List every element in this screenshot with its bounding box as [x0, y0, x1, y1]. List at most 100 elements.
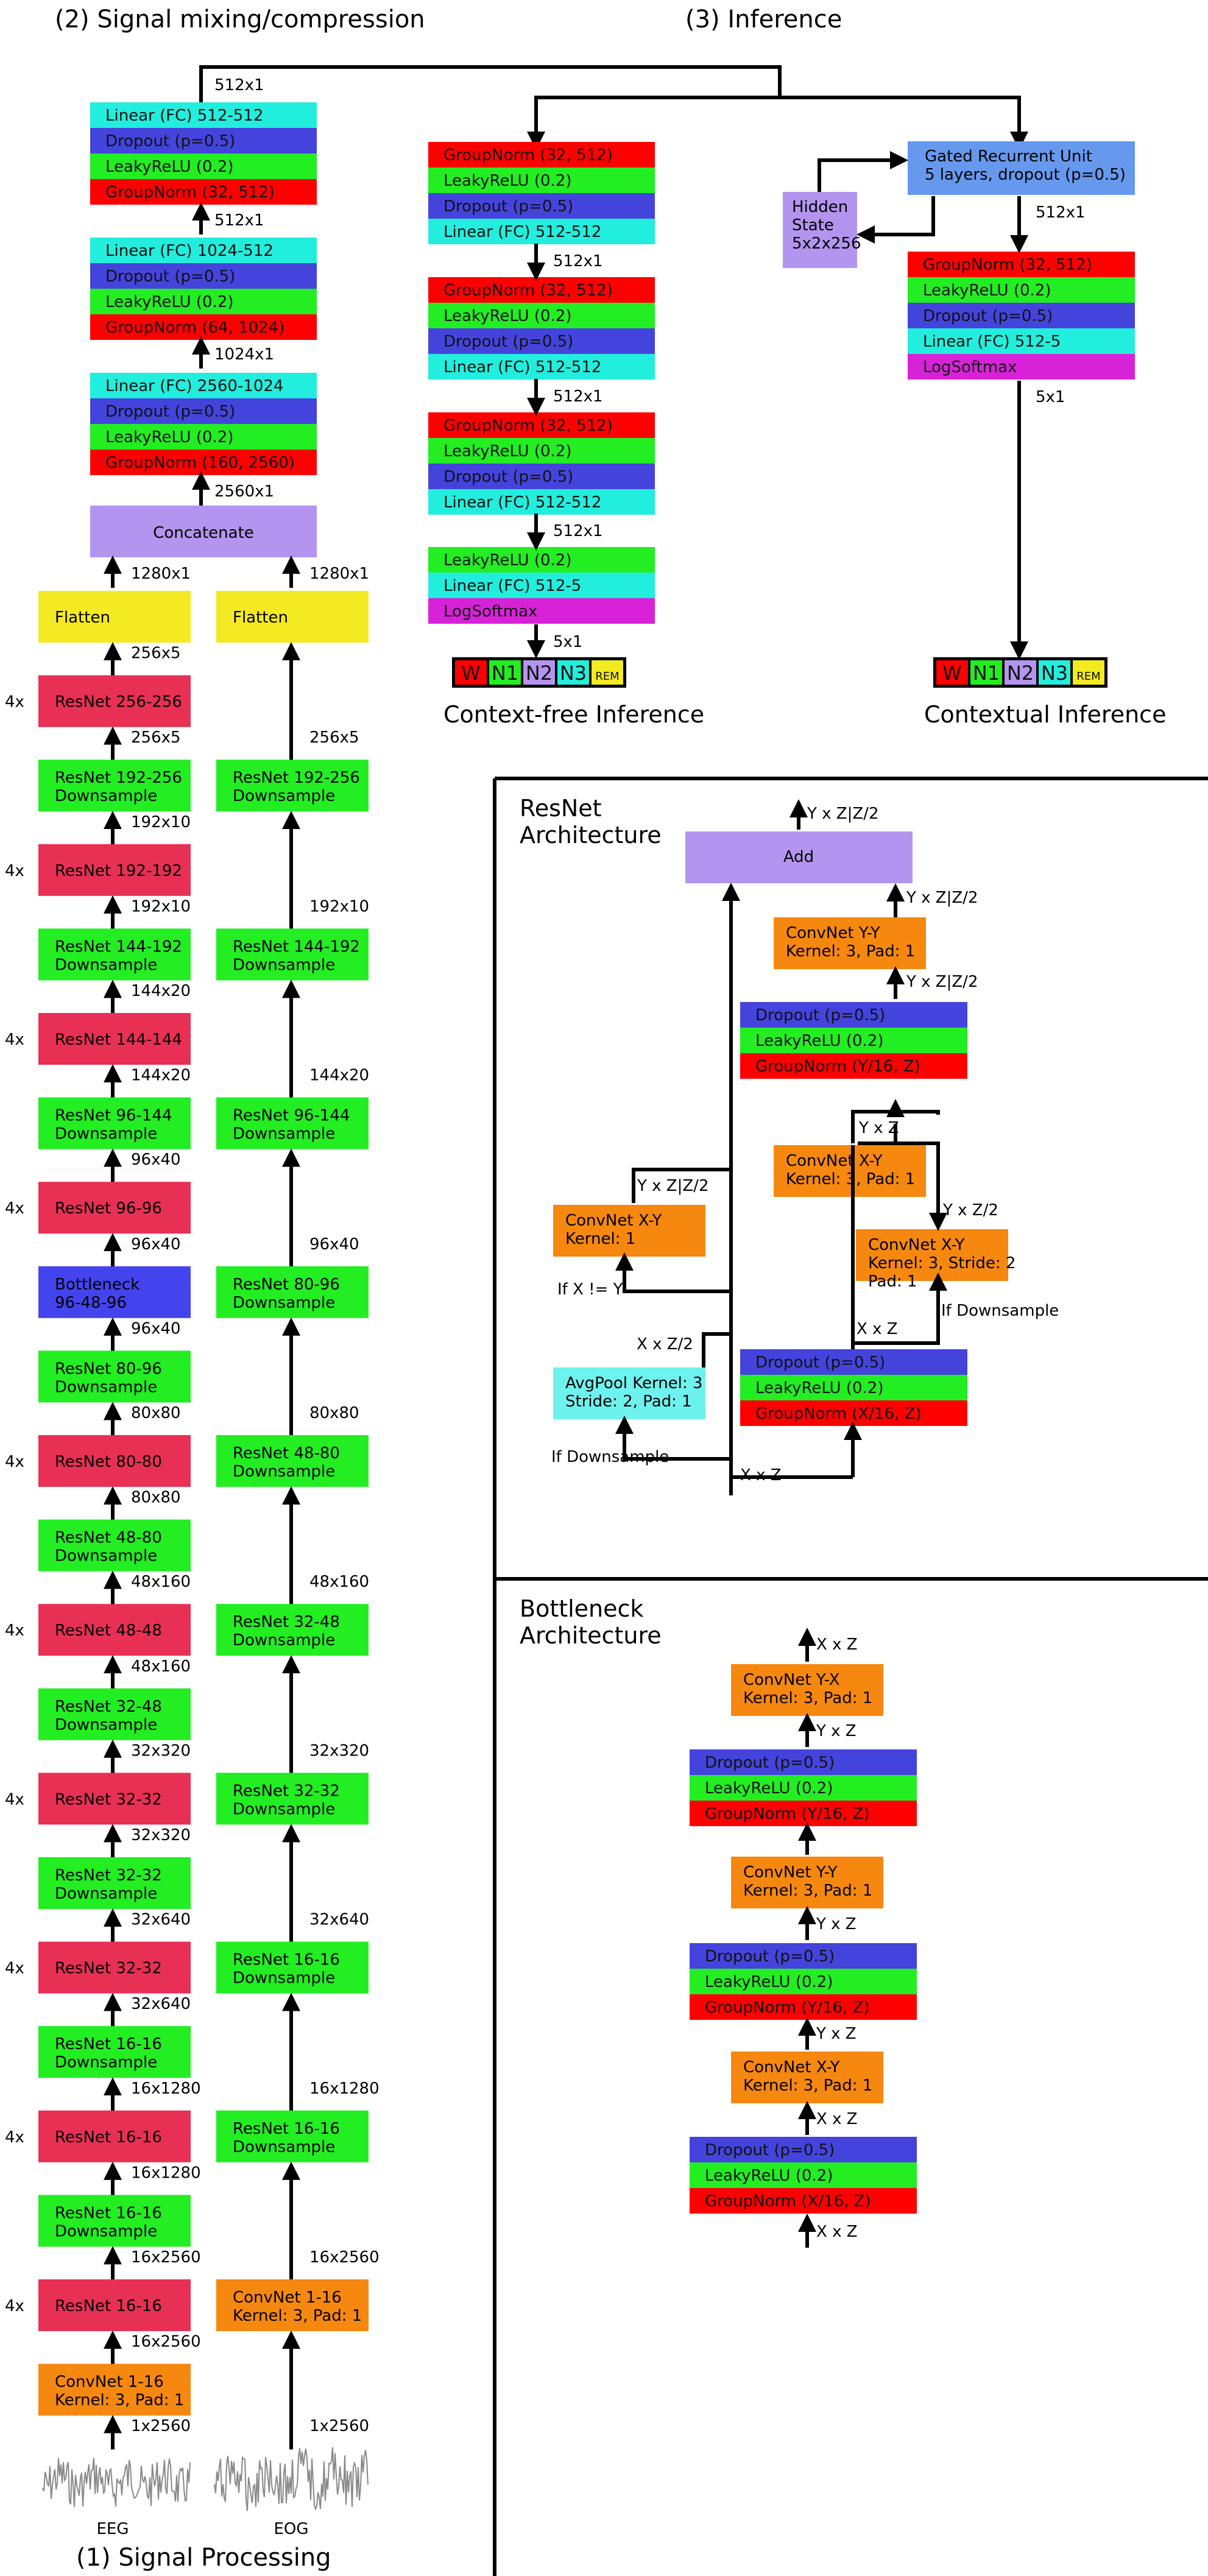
ci-block-layer: LogSoftmax — [908, 354, 1135, 379]
svg-text:N2: N2 — [1007, 662, 1034, 685]
resnet-if-downsample-right: If Downsample — [941, 1302, 1059, 1320]
svg-text:Dropout (p=0.5): Dropout (p=0.5) — [705, 2141, 835, 2159]
mixing-dim-1: 512x1 — [214, 211, 264, 230]
repeat-multiplier: 4x — [5, 2128, 24, 2147]
layer-label: ResNet 32-32 — [55, 1790, 162, 1808]
bottleneck-block-2-layer: Dropout (p=0.5) — [690, 1943, 917, 1969]
resnet-dim-xz-right: X x Z — [857, 1320, 898, 1338]
layer-label: ResNet 16-16 — [55, 2128, 162, 2147]
svg-text:Linear (FC) 1024-512: Linear (FC) 1024-512 — [105, 242, 274, 260]
cfi-block-2-layer: LeakyReLU (0.2) — [428, 303, 655, 328]
bottleneck-in-dim: X x Z — [816, 2223, 858, 2241]
bottleneck-block-1-layer: GroupNorm (X/16, Z) — [690, 2188, 917, 2214]
bottleneck-block-1-layer: LeakyReLU (0.2) — [690, 2162, 917, 2188]
svg-text:LeakyReLU (0.2): LeakyReLU (0.2) — [105, 293, 234, 311]
section-title-inference: (3) Inference — [685, 5, 842, 34]
mixing-block-2-layer: GroupNorm (64, 1024) — [90, 314, 317, 340]
dimension-label: 256x5 — [131, 729, 181, 747]
resnet-block-2-layer: Dropout (p=0.5) — [740, 1002, 967, 1028]
svg-text:Dropout (p=0.5): Dropout (p=0.5) — [705, 1947, 835, 1966]
class-n2: N2 — [523, 660, 555, 685]
cfi-dim-4: 5x1 — [553, 633, 582, 651]
cfi-block-1-layer: GroupNorm (32, 512) — [428, 142, 655, 168]
eog-signal-trace — [214, 2447, 369, 2511]
svg-text:Linear (FC) 512-512: Linear (FC) 512-512 — [105, 107, 263, 125]
repeat-multiplier: 4x — [5, 1031, 24, 1049]
mixing-block-1-layer: LeakyReLU (0.2) — [90, 154, 317, 179]
class-w: W — [455, 660, 487, 685]
eeg-concat-dim: 1280x1 — [131, 565, 191, 583]
svg-text:W: W — [942, 662, 962, 685]
ci-block-layer: Linear (FC) 512-5 — [908, 328, 1135, 354]
dimension-label: 32x640 — [131, 1995, 191, 2013]
resnet-if-downsample-left: If Downsample — [551, 1448, 669, 1466]
svg-text:Linear (FC) 512-512: Linear (FC) 512-512 — [443, 358, 601, 376]
dimension-label: 32x320 — [309, 1741, 369, 1760]
dimension-label: 32x320 — [131, 1741, 191, 1760]
layer-label: ResNet 80-80 — [55, 1453, 162, 1471]
layer-label: ResNet 16-16 — [55, 2297, 162, 2315]
mixing-block-3-layer: Dropout (p=0.5) — [90, 398, 317, 424]
dimension-label: 256x5 — [131, 644, 181, 663]
svg-text:Linear (FC) 512-5: Linear (FC) 512-5 — [923, 333, 1061, 351]
svg-text:Linear (FC) 512-512: Linear (FC) 512-512 — [443, 223, 601, 241]
class-n1: N1 — [489, 660, 521, 685]
ci-block-layer: GroupNorm (32, 512) — [908, 252, 1135, 277]
mixing-dim-2: 1024x1 — [214, 345, 274, 364]
mixing-top-connector: 512x1 — [199, 65, 1028, 150]
ci-block: GroupNorm (32, 512)LeakyReLU (0.2)Dropou… — [908, 252, 1135, 379]
class-w: W — [936, 660, 968, 685]
svg-text:Dropout (p=0.5): Dropout (p=0.5) — [105, 132, 235, 150]
cfi-block-2-layer: Linear (FC) 512-512 — [428, 354, 655, 379]
svg-text:LeakyReLU (0.2): LeakyReLU (0.2) — [923, 281, 1051, 300]
svg-text:Linear (FC) 512-5: Linear (FC) 512-5 — [443, 577, 581, 595]
repeat-multiplier: 4x — [5, 862, 24, 880]
dimension-label: 256x5 — [309, 729, 359, 747]
cfi-block-4-layer: LogSoftmax — [428, 598, 655, 624]
eog-label: EOG — [274, 2520, 308, 2538]
concatenate-block: Concatenate — [90, 506, 317, 557]
svg-text:LeakyReLU (0.2): LeakyReLU (0.2) — [705, 1973, 833, 1991]
cfi-dim-3: 512x1 — [553, 522, 603, 540]
bottleneck-block-2: Dropout (p=0.5)LeakyReLU (0.2)GroupNorm … — [690, 1943, 917, 2020]
class-rem: REM — [1073, 660, 1104, 685]
dimension-label: 80x80 — [309, 1404, 359, 1422]
cfi-block-3-layer: Linear (FC) 512-512 — [428, 489, 655, 515]
cfi-block-1-layer: Dropout (p=0.5) — [428, 193, 655, 219]
svg-text:GroupNorm (32, 512): GroupNorm (32, 512) — [923, 256, 1092, 274]
bottleneck-out-dim: X x Z — [816, 1636, 858, 1654]
mixing-block-3-layer: GroupNorm (160, 2560) — [90, 450, 317, 475]
svg-text:GroupNorm (32, 512): GroupNorm (32, 512) — [443, 417, 613, 435]
dimension-label: 16x2560 — [131, 2248, 201, 2267]
ci-dim-1: 512x1 — [1036, 203, 1086, 222]
svg-text:Dropout (p=0.5): Dropout (p=0.5) — [105, 403, 235, 421]
